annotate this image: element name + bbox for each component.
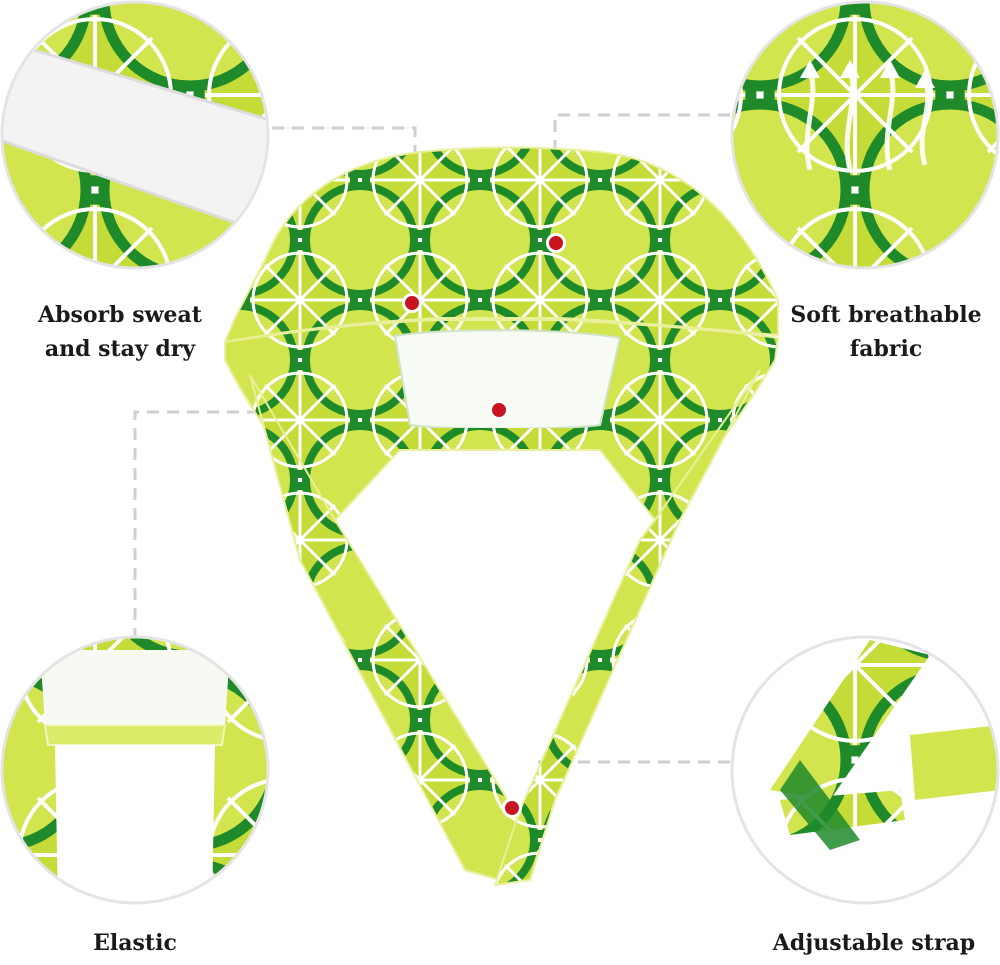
feature-label-strap-line1: Adjustable strap [772,930,976,956]
detail-circle-absorb [0,0,270,270]
detail-fabric [732,2,998,268]
cap-crown [223,146,779,344]
feature-label-elastic: Elastic [35,926,235,960]
feature-label-strap: Adjustable strap [752,926,996,960]
scrub-cap [223,146,780,887]
feature-label-absorb-line2: and stay dry [44,336,196,362]
cap-right-tie [493,369,761,887]
leader-absorb [272,126,417,175]
detail-strap [732,637,998,903]
detail-sweatband [2,2,268,268]
cap-buttons [402,233,566,818]
detail-circle-soft [730,0,1000,270]
feature-label-soft-line1: Soft breathable [790,302,982,328]
feature-label-elastic-line1: Elastic [93,930,177,956]
feature-label-absorb-line1: Absorb sweat [38,302,202,328]
detail-circle-strap [730,635,1000,905]
feature-label-soft-line2: fabric [849,336,923,362]
feature-label-absorb: Absorb sweat and stay dry [20,298,220,366]
feature-label-soft: Soft breathable fabric [776,298,996,366]
detail-circle-elastic [0,635,270,905]
cap-elastic-band [410,428,600,448]
detail-elastic [2,637,268,903]
leader-elastic [133,410,480,640]
